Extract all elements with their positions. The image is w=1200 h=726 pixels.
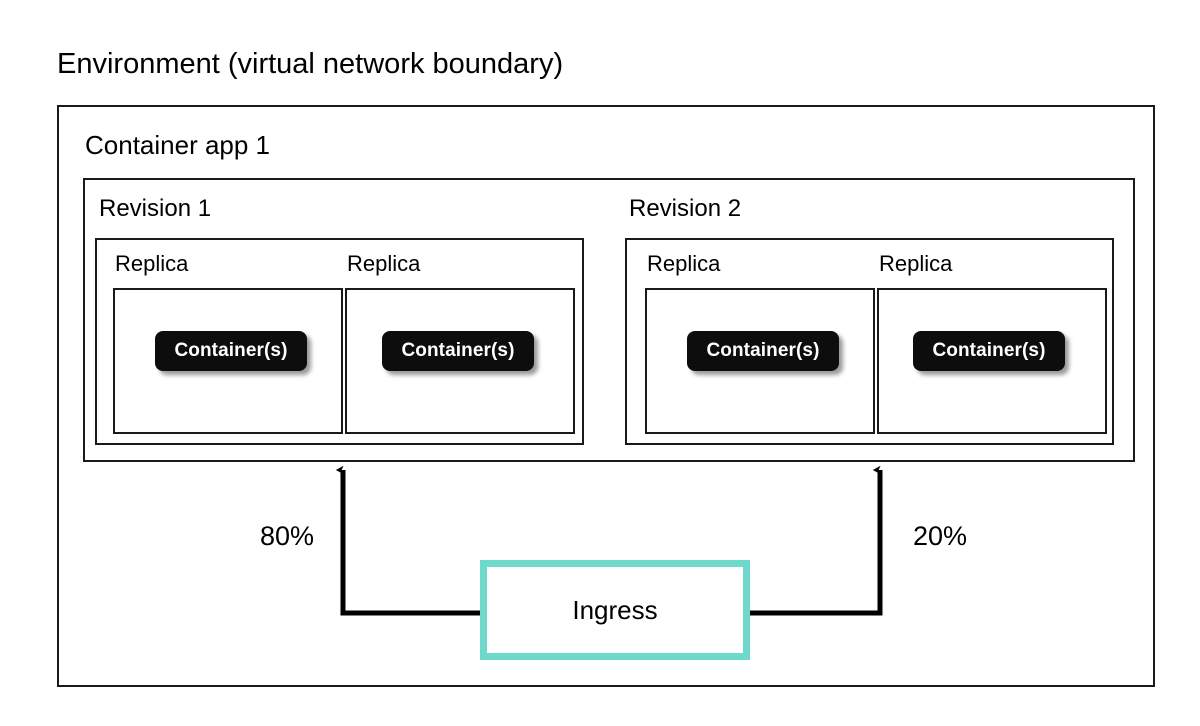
revision-2-replica-1-container-badge: Container(s) [687, 331, 839, 371]
revision-1-replica-1-label: Replica [115, 251, 189, 276]
revision-1-replica-1-box [113, 288, 343, 434]
revision-1-box [95, 238, 584, 445]
ingress-box: Ingress [480, 560, 750, 660]
revision-2-title: Revision 2 [629, 195, 742, 222]
container-app-title: Container app 1 [85, 130, 271, 160]
revision-1-replica-2-box [345, 288, 575, 434]
revision-1-title: Revision 1 [99, 195, 212, 222]
traffic-split-revision-1: 80% [260, 521, 315, 551]
revision-1-replica-1-container-badge: Container(s) [155, 331, 307, 371]
revision-2-replica-2-box [877, 288, 1107, 434]
revision-2-replica-1-label: Replica [647, 251, 721, 276]
revision-2-replica-1-box [645, 288, 875, 434]
revision-1-replica-2-container-badge: Container(s) [382, 331, 534, 371]
traffic-split-revision-2: 20% [913, 521, 968, 551]
revision-2-replica-2-label: Replica [879, 251, 953, 276]
revision-1-replica-2-label: Replica [347, 251, 421, 276]
revision-2-replica-2-container-badge: Container(s) [913, 331, 1065, 371]
revision-2-box [625, 238, 1114, 445]
environment-boundary-box [57, 105, 1155, 687]
environment-title: Environment (virtual network boundary) [57, 48, 564, 80]
container-app-box [83, 178, 1135, 462]
